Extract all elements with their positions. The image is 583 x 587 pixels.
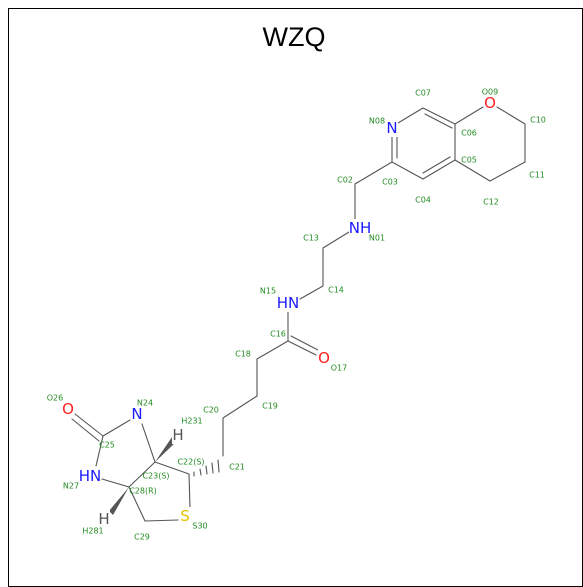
atom-label: O09	[482, 88, 498, 97]
bond	[354, 161, 393, 185]
bond	[217, 459, 220, 473]
atom-label: S30	[192, 522, 207, 531]
bond	[287, 340, 317, 356]
atom-label: C18	[235, 350, 251, 359]
bond	[128, 461, 156, 488]
bond	[211, 462, 214, 474]
bond	[199, 468, 202, 476]
bond	[74, 413, 104, 437]
bond	[95, 435, 104, 467]
atom-label: C02	[337, 176, 353, 185]
atom-label: C10	[530, 116, 546, 125]
bond	[489, 161, 526, 182]
atom-label: N08	[369, 117, 385, 126]
bond	[71, 418, 100, 442]
atom-layer: N O NH HN O O N HN S H H	[62, 94, 496, 528]
atom-label: N24	[137, 399, 153, 408]
atom-background	[179, 507, 191, 525]
bond	[422, 107, 456, 125]
wedge-bond	[109, 487, 129, 515]
atom-label: C06	[461, 129, 477, 138]
atom-label: H281	[82, 527, 103, 536]
atom-symbol-n01: NH	[349, 219, 372, 237]
bond	[299, 285, 324, 300]
atom-background	[484, 94, 496, 112]
bond	[391, 161, 424, 180]
atom-background	[386, 119, 398, 137]
atom-label: N01	[369, 234, 385, 243]
atom-label: C19	[262, 402, 278, 411]
bond	[256, 340, 289, 360]
bond	[322, 231, 350, 249]
atom-label: C21	[229, 463, 245, 472]
bond	[222, 395, 258, 419]
atom-label: C12	[483, 198, 499, 207]
bond	[397, 107, 424, 124]
atom-label: C29	[134, 533, 150, 542]
atom-symbol-n27: HN	[79, 467, 102, 485]
bond	[422, 159, 456, 180]
atom-symbol-s30: S	[180, 507, 190, 525]
atom-background	[349, 219, 371, 237]
atom-background	[172, 426, 184, 444]
atom-symbol-h231: H	[172, 426, 183, 444]
bond	[290, 335, 319, 351]
bond	[188, 473, 191, 509]
bond	[141, 423, 156, 463]
atom-label: C25	[99, 441, 115, 450]
atom-label: N27	[63, 482, 79, 491]
atom-background	[62, 400, 74, 418]
atom-symbol-n24: N	[131, 405, 142, 423]
atom-label: H231	[181, 417, 202, 426]
atom-label: C22(S)	[177, 458, 204, 467]
bond	[144, 519, 179, 522]
atom-label: C07	[415, 89, 431, 98]
wedge-bond	[155, 437, 177, 462]
bond	[454, 106, 484, 125]
atom-label: C16	[270, 330, 286, 339]
atom-background	[98, 510, 110, 528]
atom-label: C03	[382, 178, 398, 187]
atom-symbol-n15: HN	[277, 294, 300, 312]
atom-symbol-h281: H	[98, 510, 109, 528]
diagram-title: WZQ	[263, 22, 326, 52]
atom-background	[318, 349, 330, 367]
atom-label: O17	[331, 364, 347, 373]
bond	[128, 486, 146, 522]
atom-background	[131, 405, 143, 423]
atom-label: C11	[529, 171, 545, 180]
bond	[154, 461, 190, 475]
atom-label: C23(S)	[142, 472, 169, 481]
bond	[496, 106, 526, 125]
atom-symbol-n08: N	[386, 119, 397, 137]
atom-label: C28(R)	[129, 487, 157, 496]
atom-symbol-o17: O	[318, 349, 330, 367]
atom-label: C14	[328, 286, 344, 295]
bond	[424, 113, 453, 129]
atom-label: C05	[461, 156, 477, 165]
bond-layer	[71, 106, 526, 522]
atom-label: C20	[203, 406, 219, 415]
atom-label: N15	[260, 287, 276, 296]
bond	[102, 419, 131, 437]
bond	[422, 156, 451, 174]
bond	[454, 159, 491, 182]
atom-label: C13	[303, 234, 319, 243]
atom-label: C04	[415, 196, 431, 205]
bond	[101, 478, 130, 488]
atom-symbol-o09: O	[484, 94, 496, 112]
bond	[205, 465, 208, 475]
atom-symbol-o26: O	[62, 400, 74, 418]
atom-label: O26	[47, 394, 63, 403]
atom-background	[277, 294, 299, 312]
atom-background	[79, 467, 101, 485]
